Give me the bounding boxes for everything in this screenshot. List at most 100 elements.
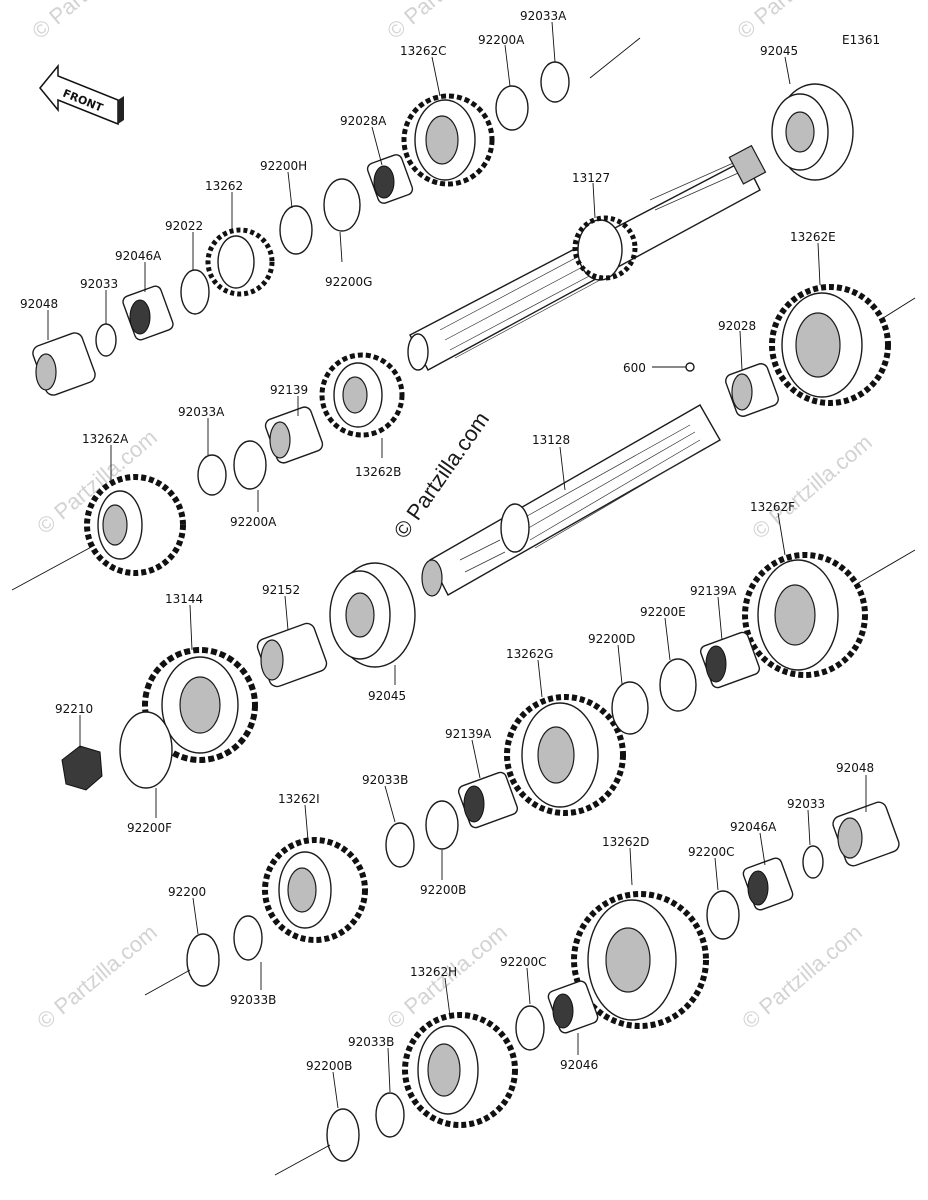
label-13262i[interactable]: 13262I <box>278 792 320 806</box>
label-600[interactable]: 600 <box>623 361 646 375</box>
bushing-92139 <box>264 406 324 464</box>
label-92200a-mid[interactable]: 92200A <box>230 515 277 529</box>
label-13262e[interactable]: 13262E <box>790 230 836 244</box>
bushing-92048-left <box>32 332 96 396</box>
bearing-92045-top <box>771 83 854 181</box>
label-92200c-right[interactable]: 92200C <box>688 845 735 859</box>
label-92033b-mid[interactable]: 92033B <box>362 773 408 787</box>
label-92033b-bot[interactable]: 92033B <box>348 1035 394 1049</box>
gears <box>84 93 891 1128</box>
label-13262b[interactable]: 13262B <box>355 465 401 479</box>
washer-92200c-right <box>706 890 740 940</box>
bushings <box>32 154 900 1034</box>
label-92200f[interactable]: 92200F <box>127 821 172 835</box>
washer-92200b-mid <box>425 800 459 850</box>
gear-13262a <box>84 474 186 576</box>
label-92045-top[interactable]: 92045 <box>760 44 798 58</box>
watermark-top-left: © Partzilla.com <box>27 0 157 44</box>
label-13262h[interactable]: 13262H <box>410 965 457 979</box>
bushing-92139a-mid <box>457 771 519 829</box>
bushing-92046a-left <box>122 285 174 341</box>
label-92139[interactable]: 92139 <box>270 383 308 397</box>
diagram-id: E1361 <box>842 33 880 47</box>
watermark-center: © Partzilla.com <box>389 407 495 543</box>
circlip-92033b-bot <box>375 1092 405 1138</box>
label-92028a[interactable]: 92028A <box>340 114 387 128</box>
gear-13262f <box>742 552 868 678</box>
label-92022[interactable]: 92022 <box>165 219 203 233</box>
label-92033-right[interactable]: 92033 <box>787 797 825 811</box>
nut-92210 <box>61 745 103 791</box>
washer-92200e <box>659 658 697 712</box>
label-92210[interactable]: 92210 <box>55 702 93 716</box>
label-92048-right[interactable]: 92048 <box>836 761 874 775</box>
circlip-92033a-mid <box>197 454 227 496</box>
washer-92200h <box>279 205 313 255</box>
label-92046[interactable]: 92046 <box>560 1058 598 1072</box>
label-92028[interactable]: 92028 <box>718 319 756 333</box>
gear-13127-pinion <box>572 215 638 281</box>
label-13262[interactable]: 13262 <box>205 179 243 193</box>
watermark-bottom-left: © Partzilla.com <box>32 919 162 1033</box>
gear-13262b <box>319 352 405 438</box>
gear-13262g <box>504 694 626 816</box>
shaft-13127 <box>407 144 767 371</box>
assembly-axis-lines <box>11 37 916 1176</box>
label-92033-left[interactable]: 92033 <box>80 277 118 291</box>
bearing-92045-mid <box>329 562 416 668</box>
label-13144[interactable]: 13144 <box>165 592 203 606</box>
label-92200h[interactable]: 92200H <box>260 159 307 173</box>
label-92046a-right[interactable]: 92046A <box>730 820 777 834</box>
bushing-92028a <box>366 154 414 204</box>
label-13262f[interactable]: 13262F <box>750 500 795 514</box>
label-13127[interactable]: 13127 <box>572 171 610 185</box>
circlip-92033-left <box>95 323 117 357</box>
label-92048-left[interactable]: 92048 <box>20 297 58 311</box>
washer-92200g <box>323 178 361 232</box>
shaft-13128 <box>421 404 721 597</box>
label-13262c[interactable]: 13262C <box>400 44 447 58</box>
label-92200e[interactable]: 92200E <box>640 605 686 619</box>
leader-lines <box>47 21 867 1109</box>
gear-13262e <box>769 284 891 406</box>
washer-92200 <box>186 933 220 987</box>
watermark-mid-right: © Partzilla.com <box>747 429 877 543</box>
label-92033a-top[interactable]: 92033A <box>520 9 567 23</box>
label-92200a-top[interactable]: 92200A <box>478 33 525 47</box>
part-labels: 92033A 92200A 13262C 92045 92028A 92200H… <box>20 9 874 1073</box>
gear-13262h <box>402 1012 518 1128</box>
gear-13144 <box>142 647 258 763</box>
label-92046a-left[interactable]: 92046A <box>115 249 162 263</box>
label-92200c-low[interactable]: 92200C <box>500 955 547 969</box>
label-92033b-low[interactable]: 92033B <box>230 993 276 1007</box>
label-92200d[interactable]: 92200D <box>588 632 635 646</box>
label-92033a-mid[interactable]: 92033A <box>178 405 225 419</box>
gear-13262c <box>401 93 495 187</box>
label-92200b-bot[interactable]: 92200B <box>306 1059 352 1073</box>
label-92200[interactable]: 92200 <box>168 885 206 899</box>
gear-13262i <box>262 837 368 943</box>
label-92139a-mid[interactable]: 92139A <box>445 727 492 741</box>
label-92200b-mid[interactable]: 92200B <box>420 883 466 897</box>
washer-92200f <box>119 711 173 789</box>
label-13128[interactable]: 13128 <box>532 433 570 447</box>
washer-92200d <box>611 681 649 735</box>
bearings <box>329 83 854 668</box>
label-92152[interactable]: 92152 <box>262 583 300 597</box>
label-13262g[interactable]: 13262G <box>506 647 553 661</box>
washers <box>61 61 824 1162</box>
label-92139a-right[interactable]: 92139A <box>690 584 737 598</box>
bushing-92152 <box>256 622 328 688</box>
label-92200g[interactable]: 92200G <box>325 275 372 289</box>
label-92045-mid[interactable]: 92045 <box>368 689 406 703</box>
washer-92200b-bot <box>326 1108 360 1162</box>
circlip-92033a-top <box>540 61 570 103</box>
bushing-92048-right <box>832 801 900 867</box>
label-13262d[interactable]: 13262D <box>602 835 649 849</box>
circlip-92033-right <box>802 845 824 879</box>
circlip-92033b-mid <box>385 822 415 868</box>
label-13262a[interactable]: 13262A <box>82 432 129 446</box>
gear-13262d <box>571 891 709 1029</box>
bushing-92046 <box>547 980 599 1034</box>
